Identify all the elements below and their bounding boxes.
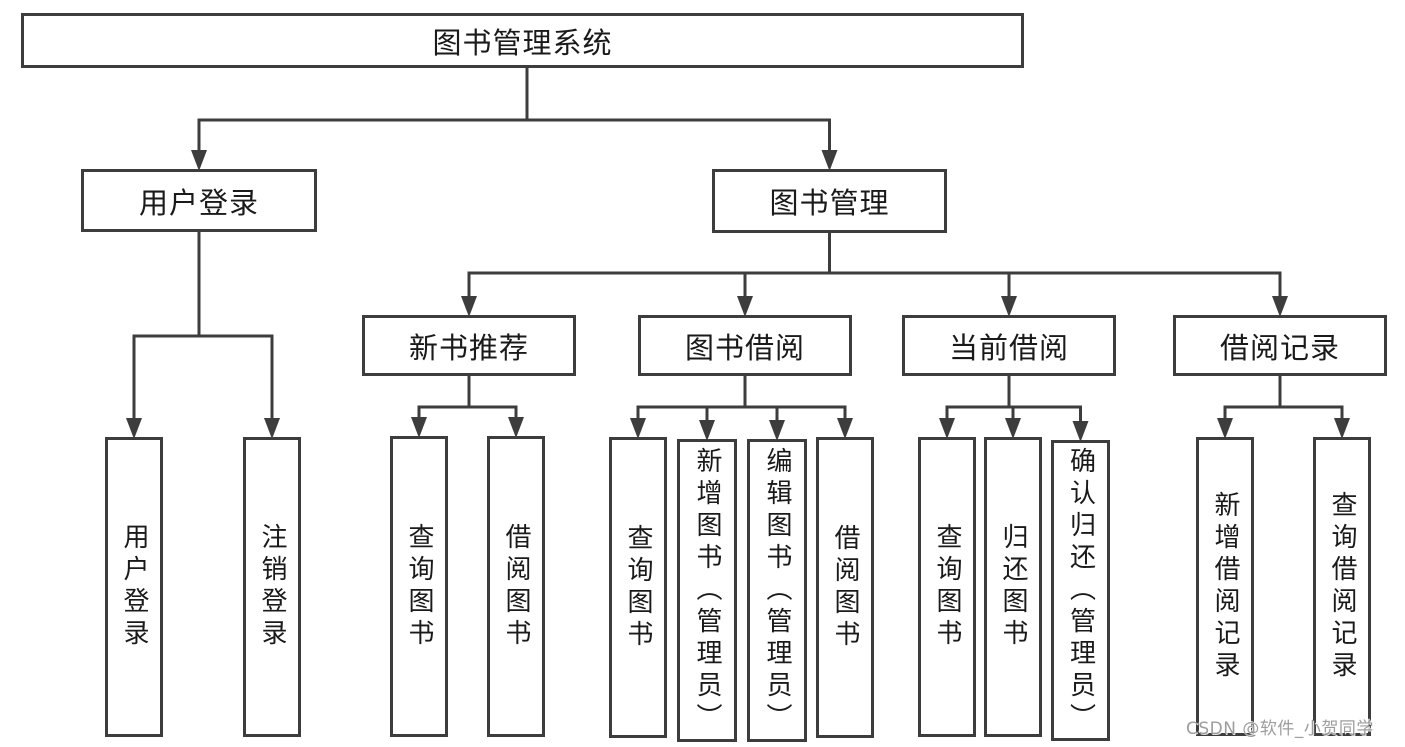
watermark: CSDN @软件_小贺同学: [1186, 719, 1374, 739]
connector-root: [191, 66, 838, 171]
node-label: 新增借阅记录: [1210, 490, 1240, 683]
node-label: 查询借阅记录: [1327, 490, 1357, 683]
node-label: 用户登录: [138, 185, 259, 220]
node-root: 图书管理系统: [21, 13, 1024, 68]
node-label: 图书管理: [769, 186, 890, 220]
connector-book-borrow: [630, 374, 853, 441]
node-br-query-record: 查询借阅记录: [1313, 437, 1371, 736]
node-book-borrow: 图书借阅: [638, 315, 852, 376]
node-label: 查询图书: [932, 523, 962, 651]
node-rec-borrow-book: 借阅图书: [487, 436, 545, 737]
arrow-down-icon: [939, 418, 955, 439]
connector-user-login: [126, 230, 280, 439]
arrow-down-icon: [1072, 421, 1089, 442]
node-book-mgmt: 图书管理: [712, 169, 947, 233]
arrow-down-icon: [191, 150, 207, 171]
node-label: 新增图书（管理员）: [692, 446, 722, 735]
node-current-borrow: 当前借阅: [902, 315, 1116, 376]
arrow-down-icon: [837, 418, 853, 439]
node-label: 当前借阅: [948, 330, 1069, 365]
arrow-down-icon: [1005, 418, 1021, 439]
arrow-down-icon: [630, 418, 646, 439]
node-label: 图书借阅: [684, 330, 805, 365]
node-br-add-record: 新增借阅记录: [1196, 437, 1254, 736]
node-label: 归还图书: [998, 523, 1028, 651]
node-label: 用户登录: [119, 523, 149, 651]
arrow-down-icon: [737, 296, 753, 317]
node-logout: 注销登录: [243, 437, 301, 737]
node-bb-borrow-book: 借阅图书: [816, 437, 874, 738]
node-bb-query-book: 查询图书: [609, 437, 667, 738]
node-borrow-records: 借阅记录: [1173, 315, 1387, 376]
node-label: 新书推荐: [408, 330, 529, 365]
connector-book-mgmt: [461, 231, 1288, 317]
arrow-down-icon: [461, 296, 477, 317]
node-cb-return-book: 归还图书: [984, 437, 1042, 737]
node-label: 查询图书: [404, 522, 434, 651]
node-label: 借阅记录: [1219, 330, 1340, 365]
arrow-down-icon: [769, 420, 785, 441]
arrow-down-icon: [1001, 296, 1017, 317]
arrow-down-icon: [1272, 296, 1288, 317]
arrow-down-icon: [126, 418, 142, 439]
connector-borrow-records: [1217, 374, 1350, 439]
node-label: 确认归还（管理员）: [1065, 446, 1096, 735]
node-label: 编辑图书（管理员）: [762, 446, 792, 735]
arrow-down-icon: [699, 420, 715, 441]
node-user-login: 用户登录: [81, 169, 317, 232]
node-rec-query-book: 查询图书: [390, 436, 448, 737]
node-label: 借阅图书: [501, 522, 531, 651]
arrow-down-icon: [508, 417, 524, 438]
arrow-down-icon: [411, 417, 427, 438]
node-bb-edit-book: 编辑图书（管理员）: [747, 439, 807, 742]
connector-new-rec: [411, 374, 524, 438]
node-login: 用户登录: [105, 437, 163, 737]
node-label: 注销登录: [257, 523, 287, 651]
node-label: 借阅图书: [830, 523, 860, 652]
node-new-rec: 新书推荐: [362, 315, 576, 376]
arrow-down-icon: [821, 150, 838, 171]
arrow-down-icon: [1334, 418, 1350, 439]
node-label: 查询图书: [623, 523, 653, 652]
node-cb-query-book: 查询图书: [918, 437, 976, 737]
node-cb-confirm-return: 确认归还（管理员）: [1051, 440, 1110, 741]
arrow-down-icon: [264, 418, 280, 439]
arrow-down-icon: [1217, 418, 1233, 439]
node-bb-add-book: 新增图书（管理员）: [677, 439, 737, 742]
connector-current-borrow: [939, 374, 1089, 442]
node-label: 图书管理系统: [432, 25, 613, 60]
